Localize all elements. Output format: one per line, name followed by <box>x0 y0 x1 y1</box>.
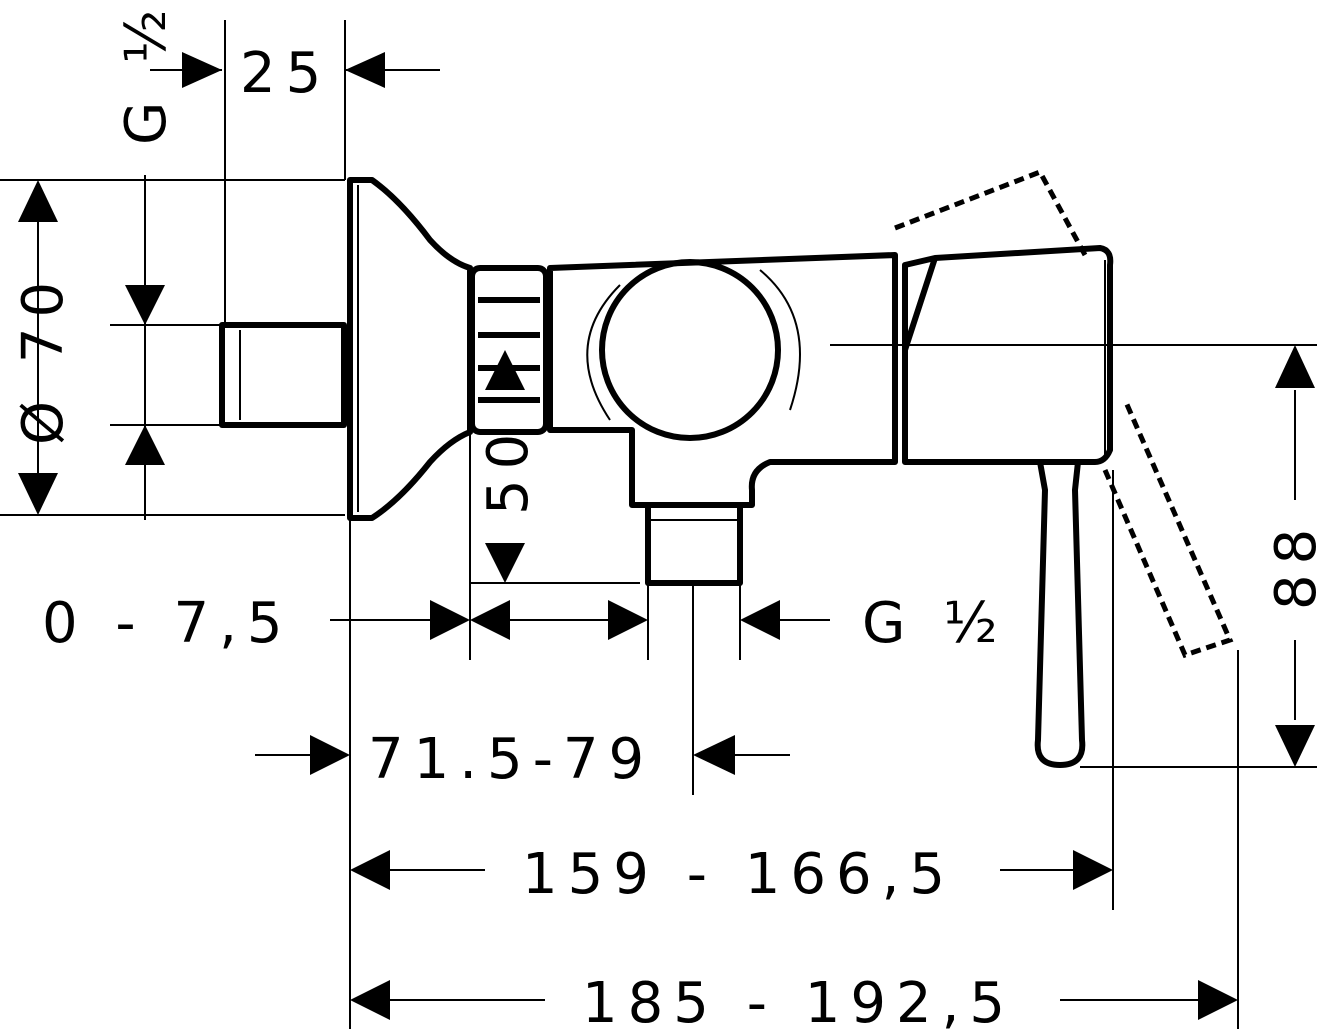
inlet-connector <box>219 322 347 428</box>
dim-thread-top: G ½ <box>114 0 179 145</box>
dim-length-total: 185 - 192,5 <box>582 971 1015 1029</box>
dim-length-body: 159 - 166,5 <box>522 842 955 907</box>
wall-rosette <box>347 177 473 521</box>
lever-handle <box>1034 459 1086 768</box>
dim-height-88: 88 <box>1264 519 1317 610</box>
dim-center-outlet: 71.5-79 <box>368 727 654 792</box>
dimension-arrows <box>18 52 1315 1020</box>
dim-thread-outlet: G ½ <box>862 591 1007 656</box>
dim-depth: 25 <box>240 41 331 106</box>
lever-alt-position <box>894 168 1234 659</box>
valve-body <box>547 252 898 586</box>
dim-height-50: 50 <box>476 424 541 515</box>
dim-offset: 0 - 7,5 <box>42 591 293 656</box>
dim-diameter: Ø 70 <box>11 272 76 445</box>
union-nut <box>469 265 549 435</box>
lever-housing <box>902 245 1114 465</box>
